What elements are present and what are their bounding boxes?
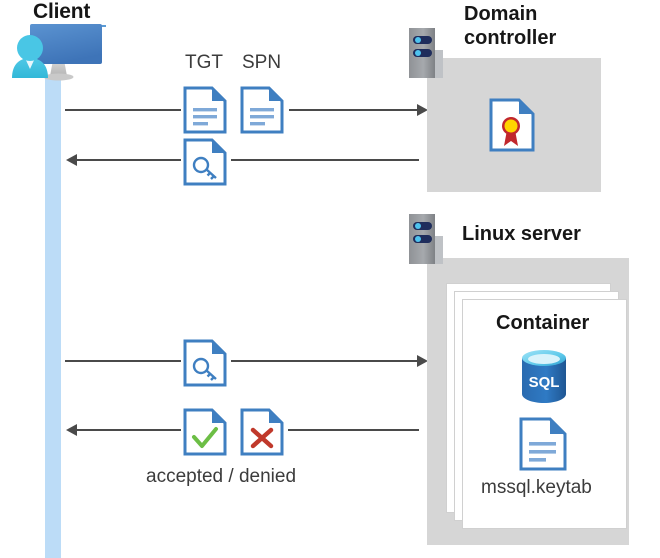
arrow-head-left-2: [66, 154, 77, 166]
arrow-head-left-4: [66, 424, 77, 436]
sql-database-icon: SQL: [522, 350, 566, 403]
user-monitor-icon: [12, 24, 102, 81]
keytab-document-icon: [519, 417, 567, 471]
key-document-icon: [183, 339, 227, 387]
linux-server-title: Linux server: [462, 223, 581, 245]
message-line-1-left: [65, 109, 181, 111]
check-document-icon: [183, 408, 227, 456]
message-line-3-right: [231, 360, 419, 362]
tgt-label: TGT: [185, 52, 223, 73]
svg-text:SQL: SQL: [529, 374, 560, 391]
spn-label: SPN: [242, 52, 282, 73]
key-document-icon: [183, 138, 227, 186]
server-rack-icon: [409, 28, 443, 78]
message-line-3-left: [65, 360, 181, 362]
arrow-head-right-1: [417, 104, 428, 116]
message-line-2-right: [231, 159, 419, 161]
message-line-4-right: [288, 429, 419, 431]
domain-controller-title: Domain controller: [464, 3, 557, 49]
message-line-4-left: [77, 429, 181, 431]
certificate-document-icon: [489, 98, 535, 152]
arrow-head-right-3: [417, 355, 428, 367]
message-line-1-right: [289, 109, 419, 111]
container-card-front: [462, 299, 627, 529]
message-line-2-left: [77, 159, 181, 161]
text-document-icon: [240, 86, 284, 134]
text-document-icon: [183, 86, 227, 134]
container-title: Container: [496, 312, 590, 334]
client-title: Client: [33, 0, 91, 23]
keytab-label: mssql.keytab: [481, 477, 592, 498]
cross-document-icon: [240, 408, 284, 456]
accepted-denied-label: accepted / denied: [146, 466, 297, 487]
client-lifeline: [45, 75, 61, 558]
server-rack-icon: [409, 214, 443, 264]
